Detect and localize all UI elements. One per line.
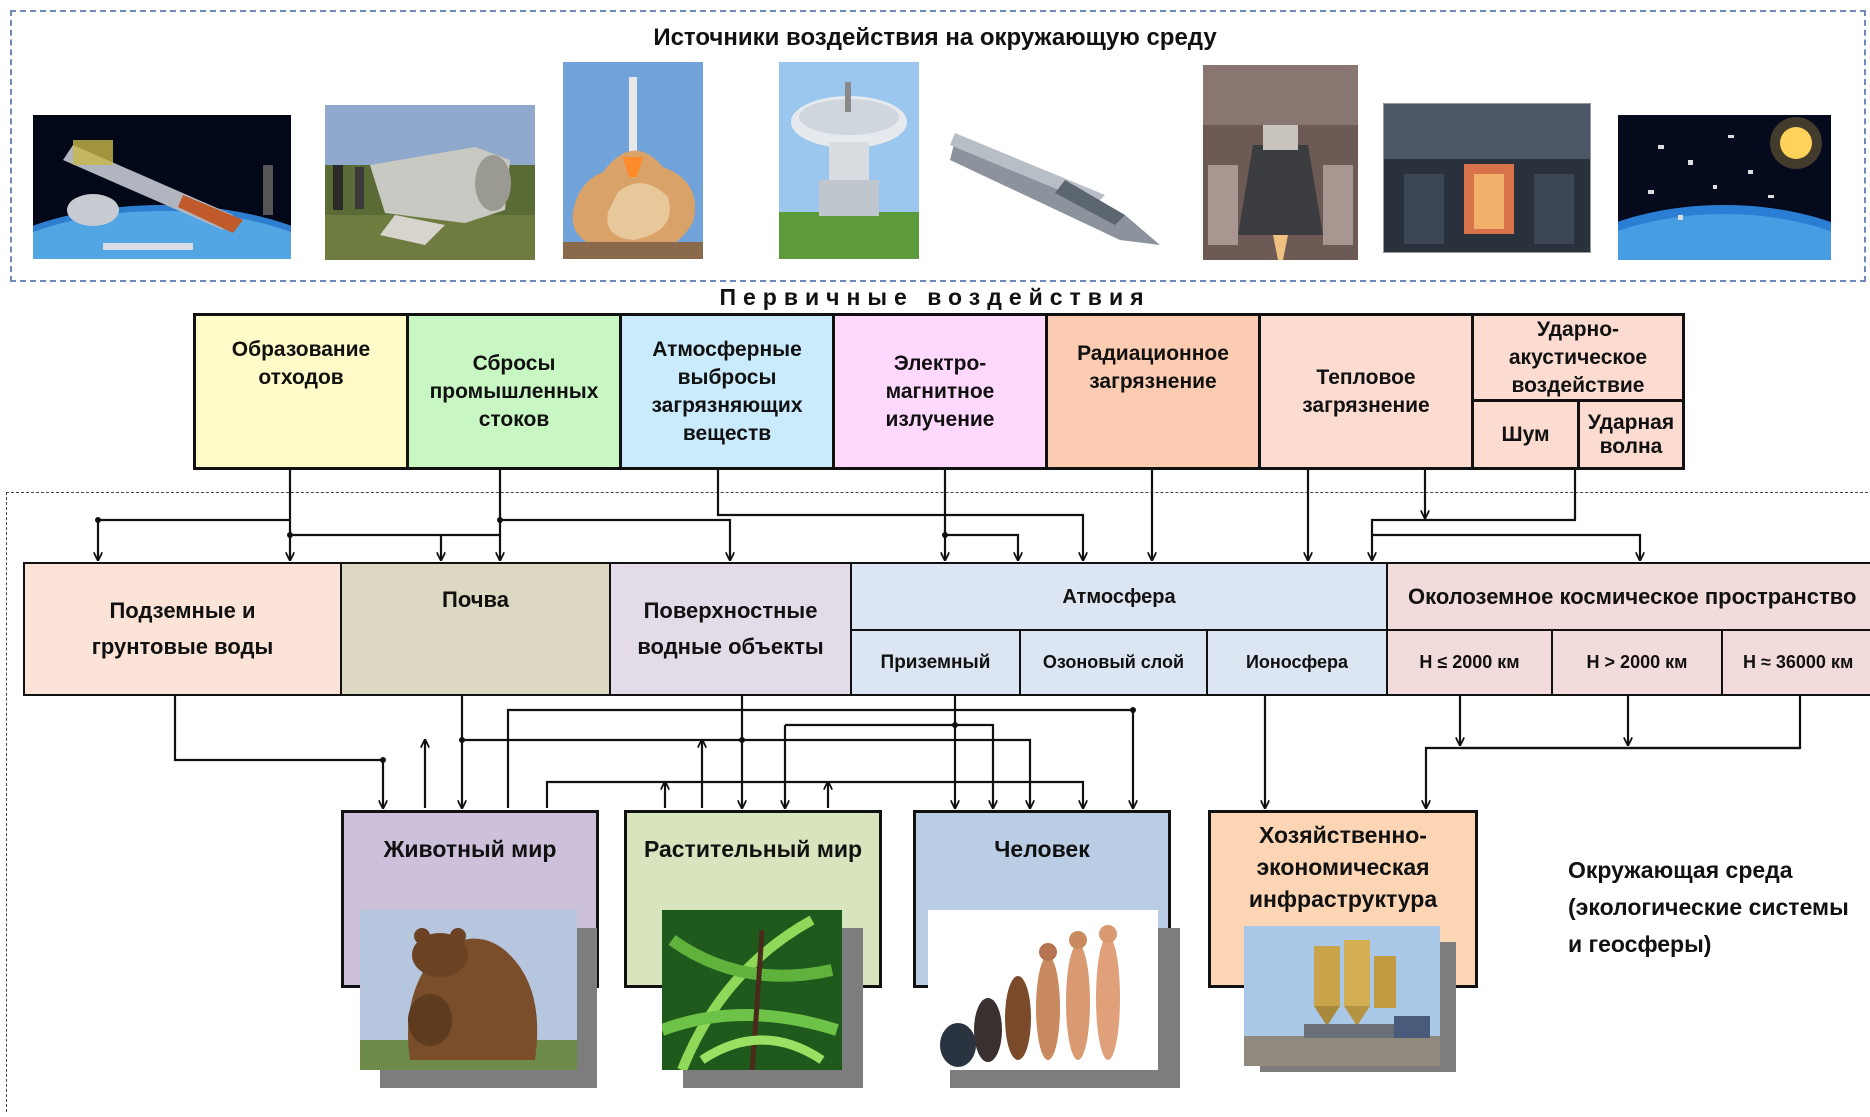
shock-acoustic-label: Ударно- акустическое воздействие — [1508, 317, 1648, 397]
thermal-pollution-label: Тепловое загрязнение — [1302, 365, 1430, 417]
near-ground-layer-label: Приземный — [880, 651, 991, 673]
sources-frame — [10, 10, 1866, 282]
environment-frame — [6, 492, 1868, 1112]
atmospheric-emissions-label: Атмосферные выбросы загрязняющих веществ — [651, 337, 803, 445]
near-earth-space-box: Околоземное космическое пространство — [1386, 562, 1870, 631]
orbit-low-label: H ≤ 2000 км — [1419, 652, 1520, 672]
near-ground-layer-box: Приземный — [850, 629, 1021, 696]
infrastructure-label: Хозяйственно- экономическая инфраструкту… — [1248, 822, 1438, 912]
waste-generation-box: Образование отходов — [193, 313, 409, 470]
waste-generation-label: Образование отходов — [231, 338, 371, 389]
bear-image — [360, 910, 577, 1070]
industrial-discharge-box: Сбросы промышленных стоков — [406, 313, 622, 470]
engine-test-stand-image — [1203, 65, 1358, 260]
environment-label: Окружающая среда (экологические системы … — [1568, 857, 1849, 957]
animal-world-label: Животный мир — [383, 836, 557, 862]
fern-image — [662, 910, 842, 1070]
soil-label: Почва — [442, 587, 509, 612]
noise-label: Шум — [1501, 422, 1550, 446]
shock-acoustic-box: Ударно- акустическое воздействие — [1471, 313, 1685, 402]
orbit-high-box: H > 2000 км — [1551, 629, 1723, 696]
groundwater-label: Подземные и грунтовые воды — [91, 598, 274, 659]
radio-telescope-image — [779, 62, 919, 259]
atmosphere-label: Атмосфера — [1062, 585, 1176, 608]
plant-world-label: Растительный мир — [643, 836, 863, 862]
electromagnetic-radiation-box: Электро- магнитное излучение — [832, 313, 1048, 470]
ozone-layer-label: Озоновый слой — [1042, 652, 1185, 672]
sources-title: Источники воздействия на окружающую сред… — [653, 24, 1217, 51]
soil-box: Почва — [340, 562, 611, 696]
near-earth-space-label: Околоземное космическое пространство — [1408, 583, 1857, 609]
radiation-pollution-box: Радиационное загрязнение — [1045, 313, 1261, 470]
space-debris-earth-image — [1618, 115, 1831, 260]
shock-wave-label: Ударная волна — [1587, 410, 1675, 458]
shock-wave-box: Ударная волна — [1577, 399, 1685, 470]
ionosphere-label: Ионосфера — [1245, 652, 1349, 672]
crashed-stage-field-image — [325, 105, 535, 260]
electromagnetic-radiation-label: Электро- магнитное излучение — [885, 351, 995, 431]
orbit-geo-box: H ≈ 36000 км — [1721, 629, 1870, 696]
radiation-pollution-label: Радиационное загрязнение — [1077, 342, 1229, 393]
ionosphere-box: Ионосфера — [1206, 629, 1388, 696]
human-evolution-image — [928, 910, 1158, 1070]
rocket-launch-image — [563, 62, 703, 259]
orbit-high-label: H > 2000 км — [1586, 652, 1688, 672]
ozone-layer-box: Озоновый слой — [1019, 629, 1208, 696]
industrial-silos-image — [1244, 926, 1440, 1066]
noise-box: Шум — [1471, 399, 1580, 470]
rocket-body-image — [945, 115, 1165, 250]
atmosphere-box: Атмосфера — [850, 562, 1388, 631]
primary-impacts-title: Первичные воздействия — [719, 284, 1151, 310]
orbit-geo-label: H ≈ 36000 км — [1743, 652, 1854, 672]
engine-firing-image — [1383, 103, 1591, 253]
industrial-discharge-label: Сбросы промышленных стоков — [429, 351, 599, 431]
groundwater-box: Подземные и грунтовые воды — [23, 562, 342, 696]
surface-water-label: Поверхностные водные объекты — [637, 598, 824, 659]
thermal-pollution-box: Тепловое загрязнение — [1258, 313, 1474, 470]
human-label: Человек — [994, 836, 1090, 862]
rocket-stage-orbit-image — [33, 115, 291, 259]
